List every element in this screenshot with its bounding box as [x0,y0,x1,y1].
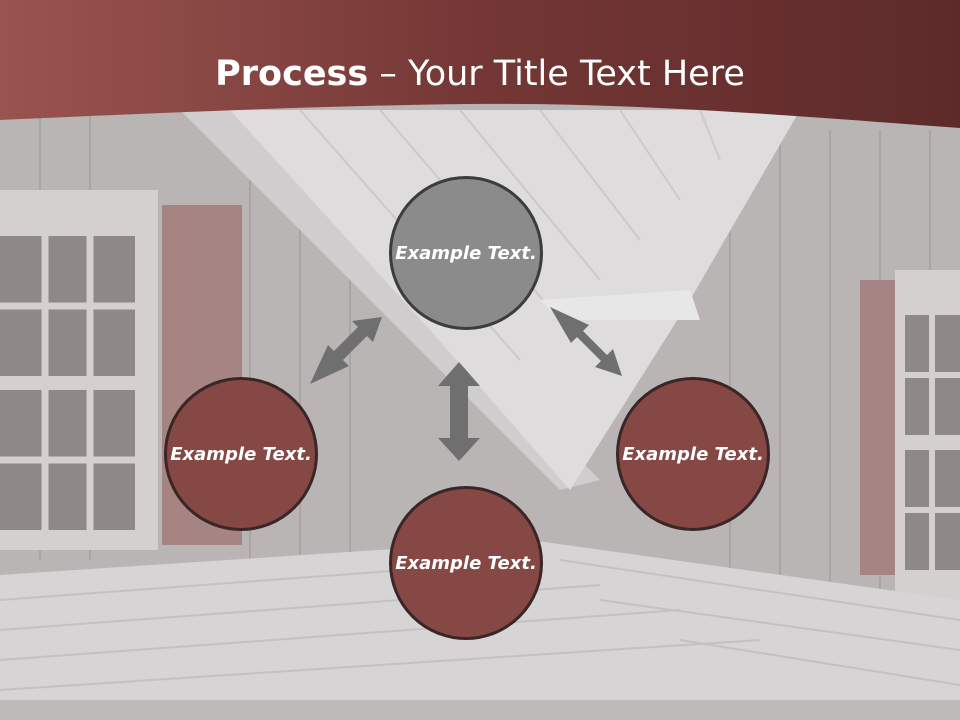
circle-label: Example Text. [395,552,537,574]
process-circle-top: Example Text. [389,176,543,330]
process-circle-bottom: Example Text. [389,486,543,640]
circle-label: Example Text. [170,443,312,465]
title-bold: Process [215,54,369,94]
circle-label: Example Text. [622,443,764,465]
circle-label: Example Text. [395,242,537,264]
process-circle-right: Example Text. [616,377,770,531]
process-circle-left: Example Text. [164,377,318,531]
slide-title: Process – Your Title Text Here [0,52,960,96]
title-rest: – Your Title Text Here [368,54,745,94]
